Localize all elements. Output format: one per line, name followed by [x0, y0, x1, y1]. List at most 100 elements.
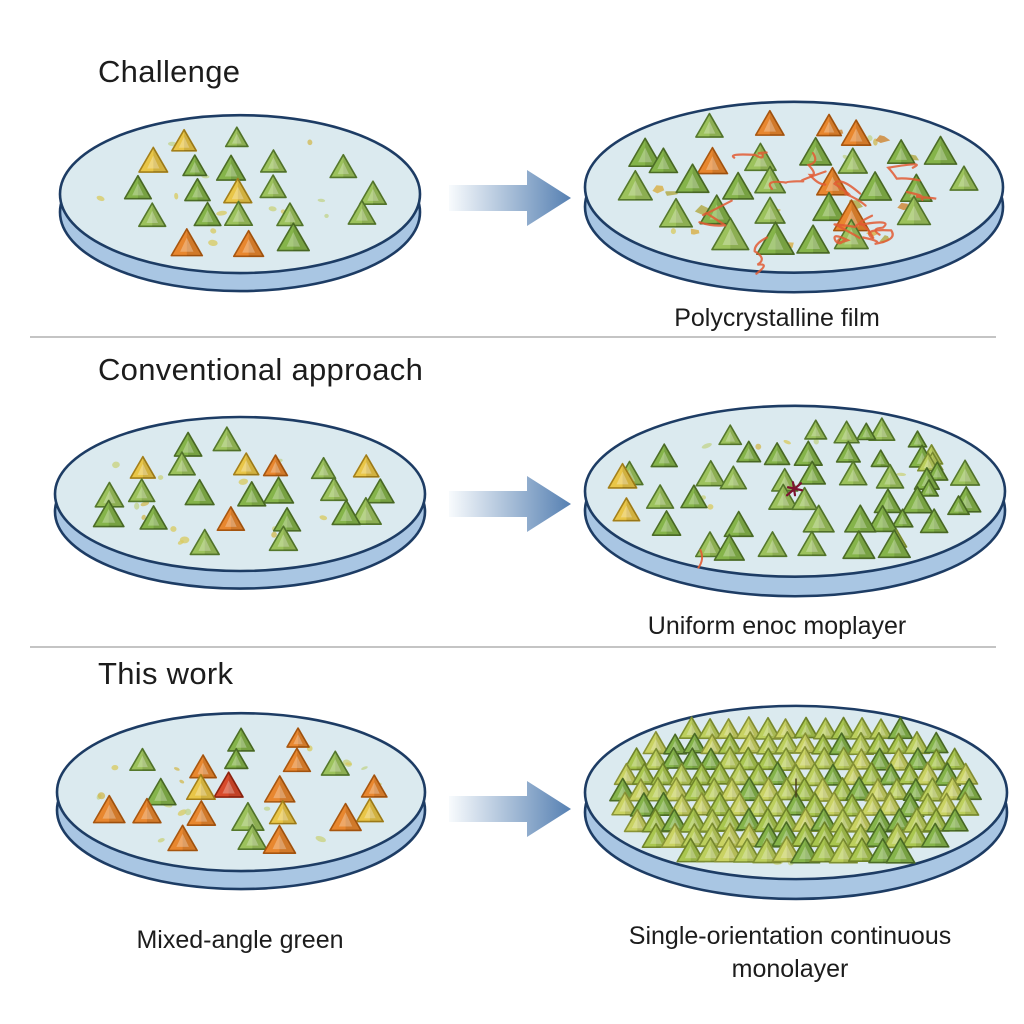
crystal-flake [932, 792, 961, 817]
flakes-layer [609, 716, 983, 864]
crystal-flake [648, 147, 679, 174]
crystal-flake [876, 791, 905, 816]
crystal-flake [129, 747, 156, 772]
crystal-flake [858, 171, 893, 201]
substrate-disc-sparse-green-flakes [50, 410, 430, 610]
crystal-flake [631, 762, 657, 785]
crystal-flake [791, 746, 819, 770]
crystal-flake [797, 530, 827, 557]
crystal-flake [768, 483, 799, 510]
crystal-flake [224, 126, 249, 148]
crystal-flake [320, 476, 349, 502]
crystal-flake [754, 196, 786, 224]
disc-content [92, 727, 388, 854]
crystal-flake [816, 113, 843, 137]
caption-mixed-angle-green: Mixed-angle green [136, 926, 344, 954]
crystal-flake [951, 791, 980, 816]
crystal-flake [232, 452, 260, 476]
crystal-flake [716, 746, 744, 770]
crystal-flake [213, 771, 244, 798]
crystal-flake [923, 748, 949, 771]
crystal-flake [793, 440, 823, 466]
crystal-flake [919, 508, 949, 534]
crystal-flake [866, 504, 899, 533]
crystal-flake [651, 510, 682, 536]
crystal-flake [139, 505, 168, 530]
crystal-flake [612, 497, 641, 522]
section-title-this-work: This work [98, 656, 234, 691]
crystal-flake [695, 459, 727, 487]
crystal-flake [838, 793, 866, 817]
crystal-flake [914, 792, 941, 816]
crystal-flake [215, 154, 247, 181]
crystal-flake [718, 424, 743, 446]
section-title-challenge: Challenge [98, 54, 241, 89]
crystal-flake [237, 823, 268, 851]
crystal-flake [756, 221, 795, 256]
flakes-layer [607, 417, 982, 561]
crystal-flake [812, 191, 846, 222]
disc-top-surface [53, 415, 427, 573]
crystal-flake [796, 224, 830, 254]
crystal-flake [262, 454, 289, 477]
crystal-flake [320, 750, 350, 776]
disc-content [96, 126, 388, 258]
crystal-flake [842, 530, 876, 560]
crystal-flake [725, 791, 754, 817]
crystal-flake [184, 478, 215, 506]
crystal-flake [184, 177, 211, 202]
arrow-shape [449, 781, 571, 837]
disc-content [607, 417, 982, 569]
crystal-flake [660, 822, 690, 848]
crystal-flake [886, 732, 911, 755]
crystal-flake [623, 747, 650, 771]
crystal-flake [352, 454, 380, 478]
crystal-flake [752, 837, 782, 864]
crystal-flake [764, 761, 792, 786]
crystal-flake [849, 716, 876, 740]
crystal-flake [365, 478, 395, 504]
crystal-flake [223, 200, 254, 227]
crystal-flake [891, 508, 914, 528]
crystal-flake [329, 802, 362, 832]
crystal-flake [349, 496, 382, 525]
crystal-flake [802, 504, 835, 533]
crystal-flake [92, 499, 125, 528]
crystal-flake [755, 747, 782, 771]
crystal-flake [949, 165, 979, 191]
crystal-flake [628, 137, 663, 168]
crystal-flake [231, 801, 265, 831]
crystal-flake [856, 422, 877, 441]
crystal-flake [696, 146, 729, 175]
crystal-flake [833, 420, 860, 444]
crystal-flake [736, 440, 762, 463]
crystal-flake [272, 506, 302, 532]
crystal-flake [949, 459, 981, 486]
crystal-flake [669, 793, 696, 817]
grain-boundary-layer [698, 151, 937, 275]
crystal-flake [695, 112, 724, 138]
crystal-flake [811, 746, 838, 770]
caption-polycrystalline-film: Polycrystalline film [674, 304, 880, 332]
substrate-disc-continuous-monolayer [580, 698, 1012, 923]
crystal-flake [263, 775, 296, 803]
crystal-flake [144, 777, 177, 806]
crystal-flake [757, 531, 788, 558]
crystal-flake [216, 506, 246, 532]
row-divider [30, 336, 996, 338]
crystal-flake [918, 479, 940, 497]
crystal-flake [276, 202, 304, 227]
crystal-flake [185, 773, 216, 801]
crystal-flake [129, 455, 157, 479]
crystal-flake [173, 431, 203, 457]
substrate-disc-polycrystalline-film [580, 94, 1008, 316]
crystal-flake [868, 417, 896, 442]
crystal-flake [896, 195, 932, 226]
crystal-flake [754, 165, 787, 194]
crystal-flake [809, 835, 840, 863]
crystal-flake [838, 460, 868, 486]
section-title-conventional-approach: Conventional approach [98, 352, 424, 387]
crystal-flake [886, 139, 916, 165]
crystal-flake [286, 727, 310, 748]
crystal-flake [123, 174, 153, 200]
